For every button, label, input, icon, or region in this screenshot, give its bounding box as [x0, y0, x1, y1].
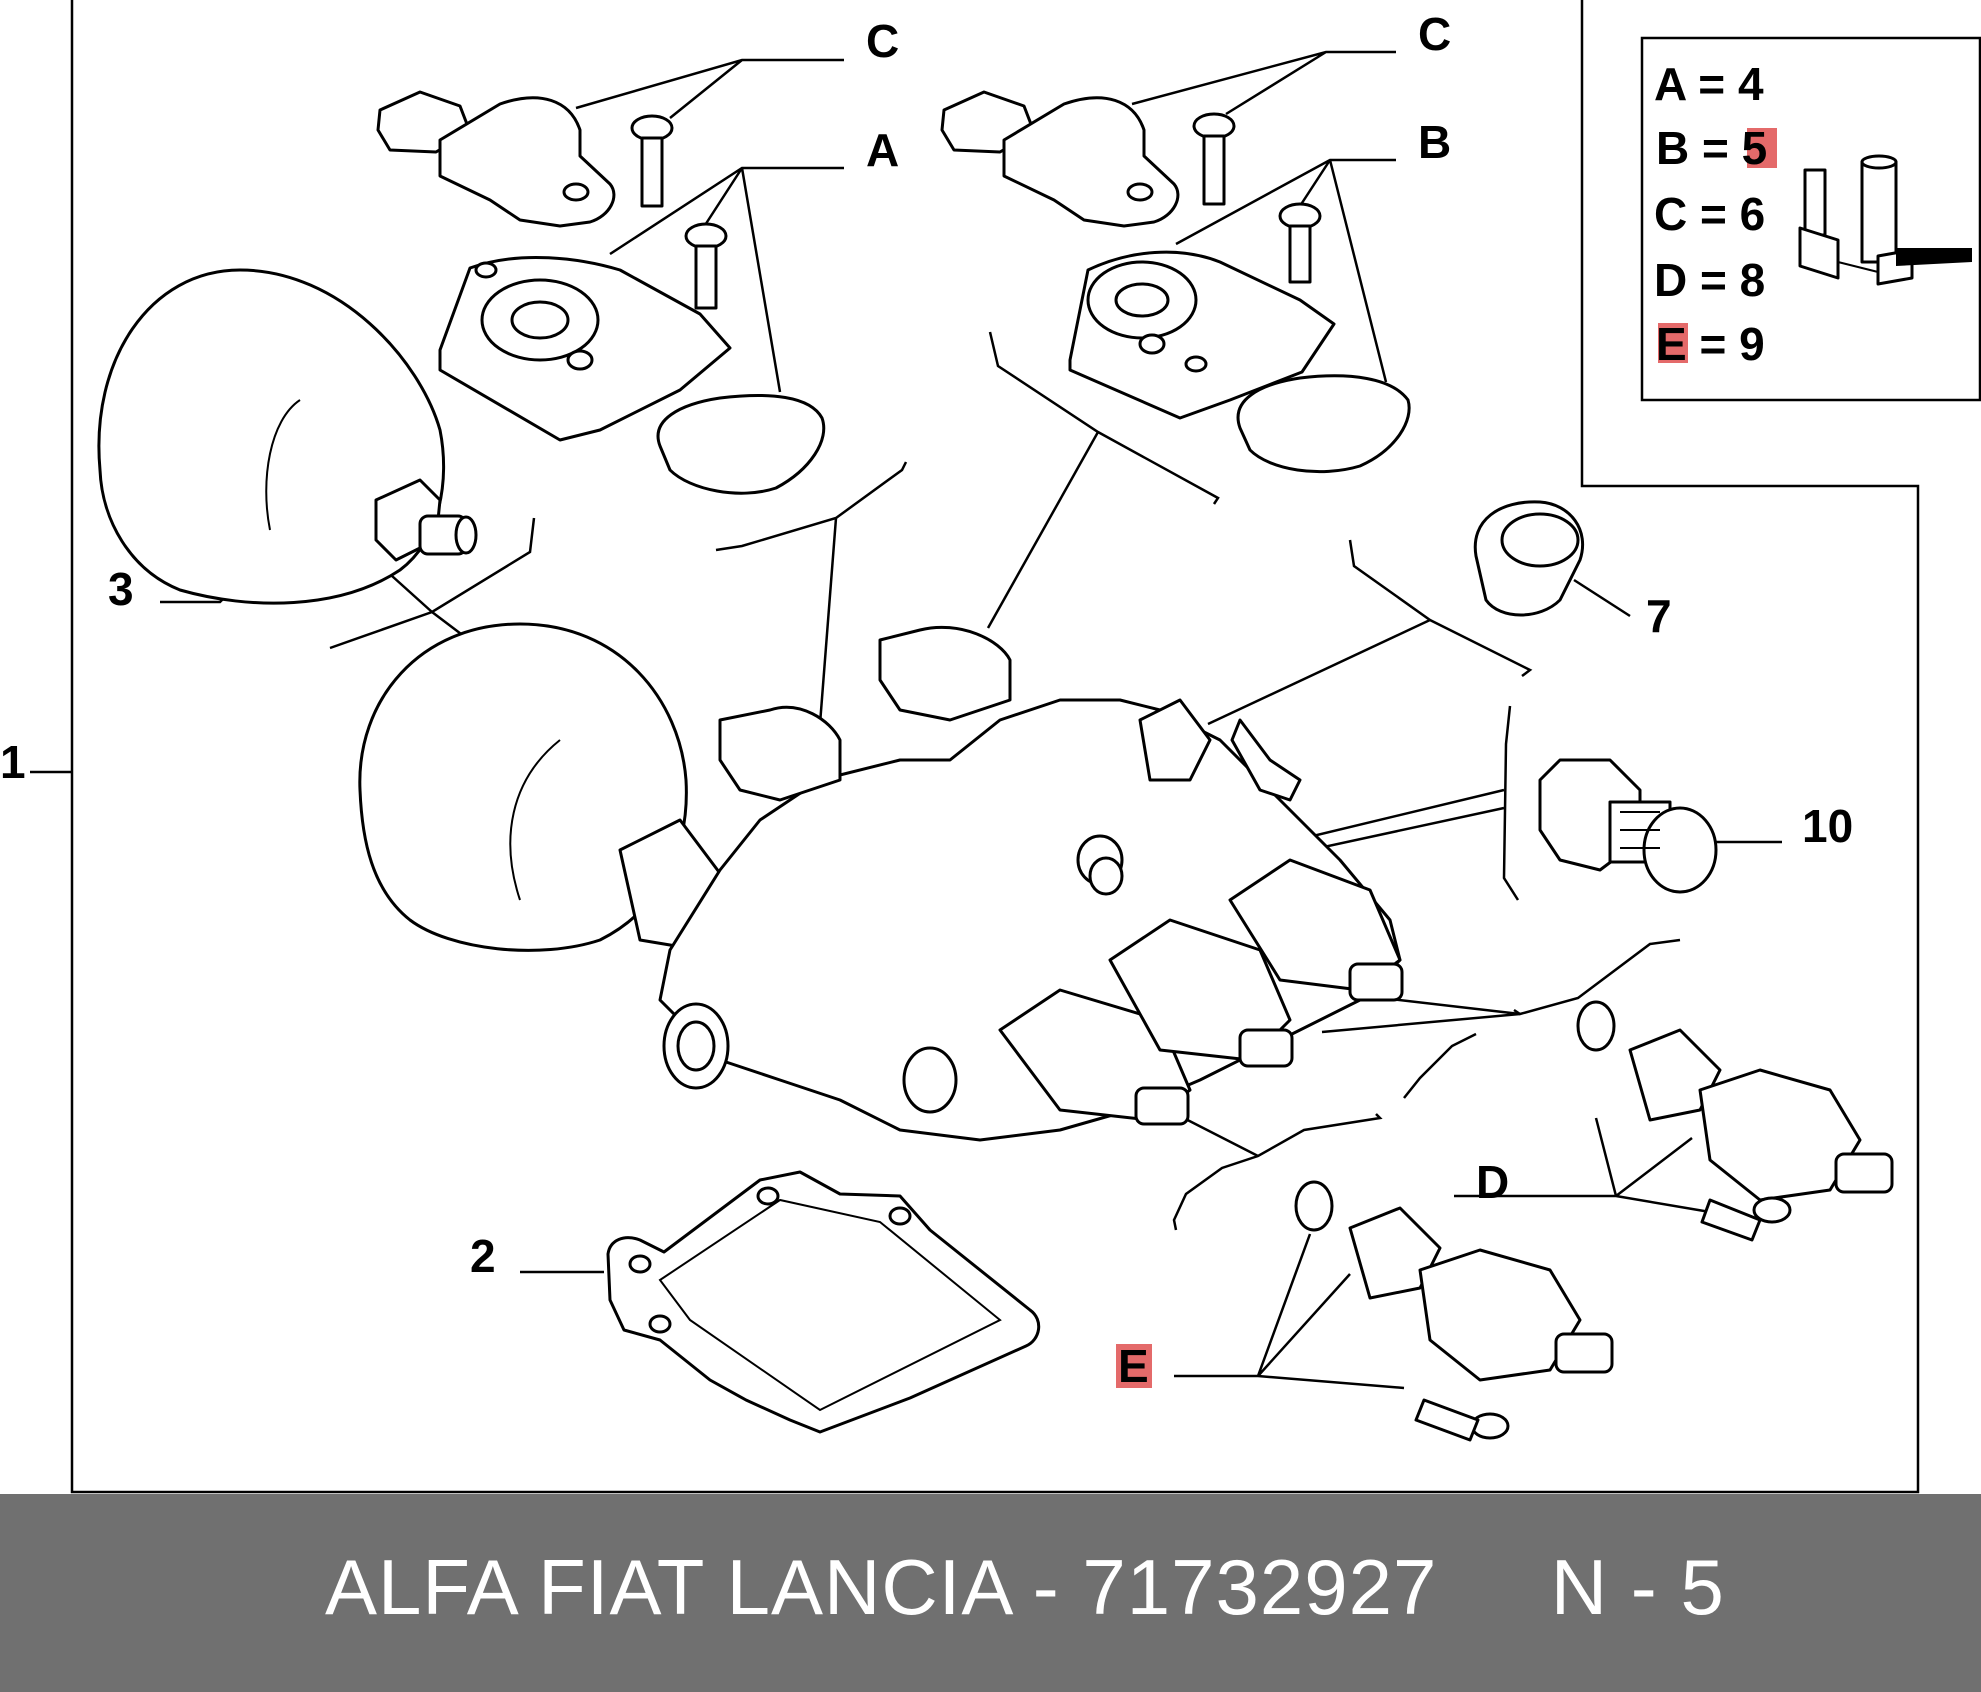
footer-brand: ALFA FIAT LANCIA: [325, 1543, 1011, 1631]
legend-highlight-b-value: [1747, 128, 1777, 168]
position-sensor-right: [940, 90, 1180, 228]
sensor-plate-a: [438, 256, 732, 442]
cap-7: [1473, 500, 1585, 617]
callout-c-right: C: [1418, 8, 1451, 60]
legend-row-e: E = 9: [1656, 318, 1765, 370]
callout-3: 3: [108, 563, 134, 615]
callout-2: 2: [470, 1230, 496, 1282]
solenoid-valve-e: [1294, 1180, 1614, 1442]
solenoid-1: [998, 988, 1192, 1126]
legend-row-a: A = 4: [1654, 58, 1764, 110]
callout-7: 7: [1646, 590, 1672, 642]
callout-a: A: [866, 124, 899, 176]
gasket-b: [1236, 374, 1411, 474]
legend-row-d: D = 8: [1654, 254, 1765, 306]
footer-caption: ALFA FIAT LANCIA - 71732927 N - 5: [325, 1542, 1725, 1633]
footer-part-number: 71732927: [1082, 1543, 1438, 1631]
callout-b: B: [1418, 116, 1451, 168]
gasket-plate-2: [606, 1170, 1041, 1434]
solenoid-2: [1108, 918, 1294, 1068]
callout-e: E: [1118, 1340, 1149, 1392]
position-sensor-left: [376, 90, 616, 228]
solenoid-valve-d: [1576, 1000, 1894, 1242]
legend-box: A = 4 B = 5 C = 6 D = 8 E = 9: [1640, 36, 1981, 402]
accumulator-sphere-upper: [97, 268, 478, 605]
diagram-frame: [70, 0, 1920, 1494]
accumulator-sphere-lower: [358, 622, 742, 952]
footer-page-ref: N - 5: [1550, 1543, 1725, 1631]
legend-row-c: C = 6: [1654, 188, 1765, 240]
pressure-sensor-10: [1538, 758, 1718, 894]
hydraulic-unit: [658, 625, 1404, 1142]
parts-kit-icon: [1798, 154, 1972, 286]
legend-row-b: B = 5: [1656, 122, 1767, 174]
callout-1: 1: [0, 736, 26, 788]
callout-d: D: [1476, 1156, 1509, 1208]
screws-top: [630, 112, 1322, 310]
footer-separator: -: [1032, 1543, 1060, 1631]
callout-10: 10: [1802, 800, 1853, 852]
sensor-plate-b: [1068, 250, 1336, 420]
exploded-parts-diagram: A = 4 B = 5 C = 6 D = 8 E = 9 C C A B 1 …: [0, 0, 1981, 1494]
legend-highlight-e-key: [1658, 323, 1688, 363]
gasket-a: [656, 393, 826, 495]
callout-c-left: C: [866, 15, 899, 67]
footer-bar: ALFA FIAT LANCIA - 71732927 N - 5: [0, 1494, 1981, 1692]
leader-lines: [30, 50, 1782, 1390]
solenoid-3: [1228, 858, 1404, 1002]
callout-e-highlight: [1116, 1344, 1152, 1388]
